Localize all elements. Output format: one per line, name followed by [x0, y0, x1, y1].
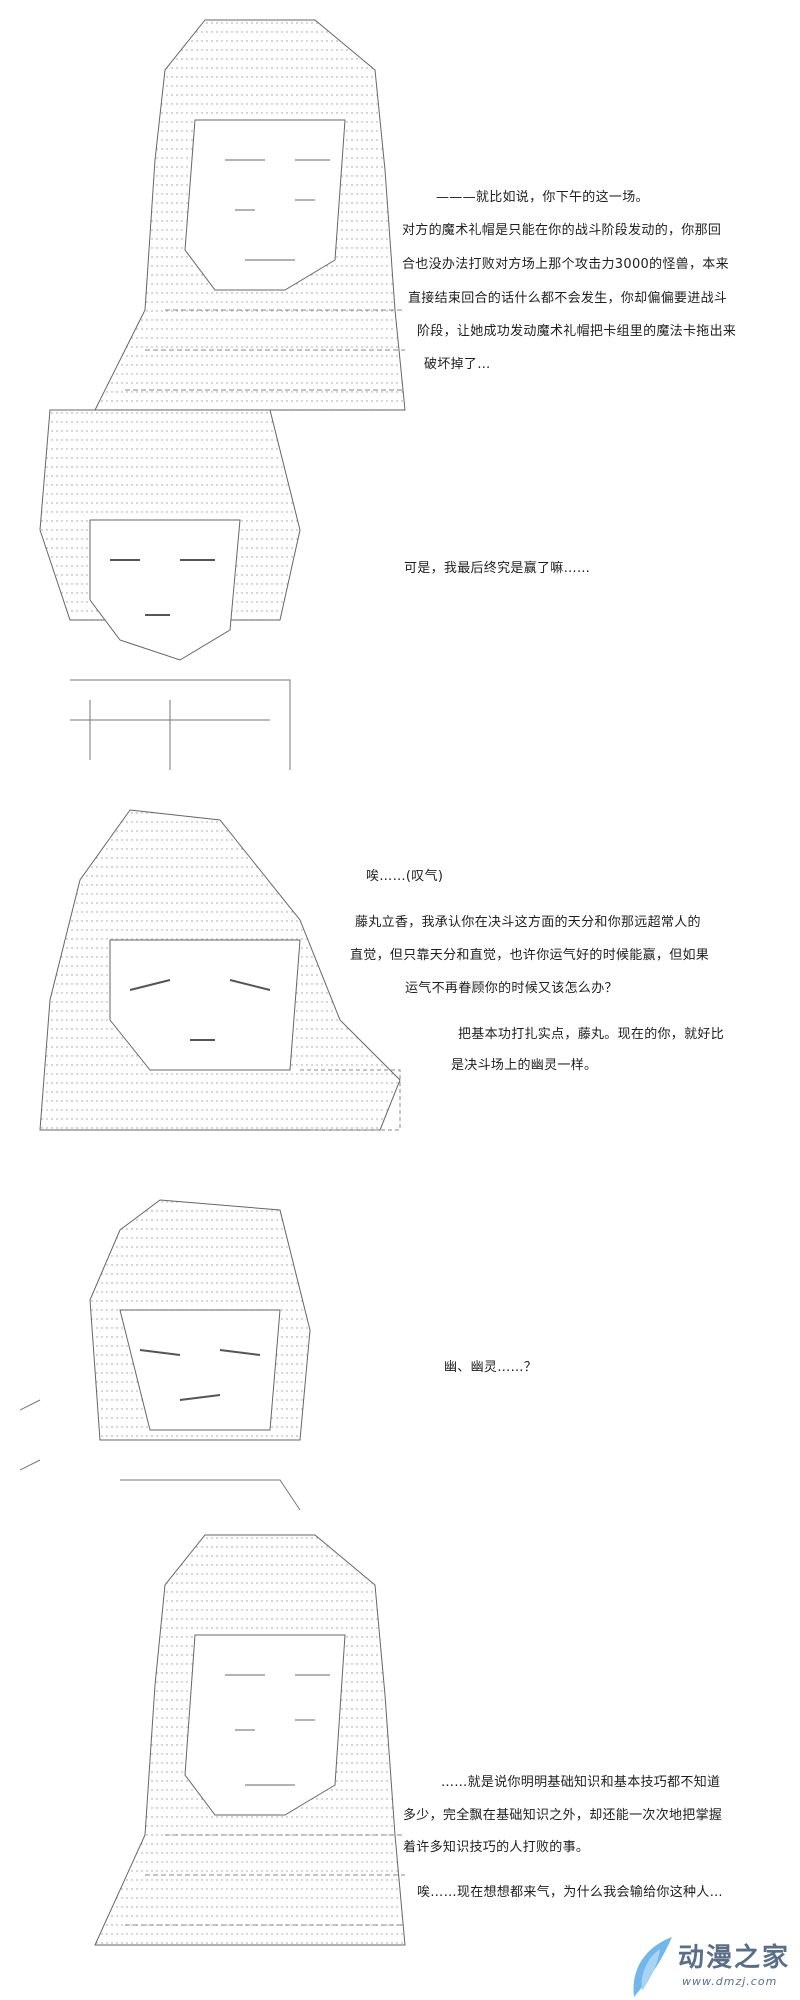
dialogue-line: 藤丸立香，我承认你在决斗这方面的天分和你那远超常人的 — [355, 915, 701, 930]
ascii-art-character-2 — [39, 409, 301, 770]
dmzj-watermark: 动漫之家 www.dmzj.com — [620, 1935, 800, 2000]
dialogue-line: 可是，我最后终究是赢了嘛…… — [404, 561, 591, 576]
dialogue-line: 对方的魔术礼帽是只能在你的战斗阶段发动的，你那回 — [402, 223, 722, 238]
dialogue-line: 着许多知识技巧的人打败的事。 — [403, 1840, 590, 1855]
dialogue-line: 合也没办法打败对方场上那个攻击力3000的怪兽，本来 — [402, 257, 729, 272]
ascii-art-character-3 — [39, 809, 401, 1131]
dialogue-line: 阶段，让她成功发动魔术礼帽把卡组里的魔法卡拖出来 — [417, 324, 737, 339]
dialogue-line: ……就是说你明明基础知识和基本技巧都不知道 — [441, 1775, 721, 1790]
dialogue-line: ———就比如说，你下午的这一场。 — [436, 190, 649, 205]
dialogue-line: 直觉，但只靠天分和直觉，也许你运气好的时候能赢，但如果 — [350, 948, 710, 963]
dialogue-line: 多少，完全飘在基础知识之外，却还能一次次地把掌握 — [403, 1808, 723, 1823]
watermark-title: 动漫之家 — [678, 1943, 791, 1973]
watermark-url: www.dmzj.com — [682, 1975, 778, 1988]
ascii-art-character-5 — [94, 1534, 406, 1946]
dialogue-line: 唉……现在想想都来气，为什么我会输给你这种人… — [417, 1885, 723, 1900]
ascii-art-character-4 — [20, 1199, 311, 1511]
dialogue-line: 幽、幽灵……？ — [444, 1360, 538, 1375]
dialogue-line: 唉……(叹气) — [366, 869, 444, 884]
dialogue-line: 运气不再眷顾你的时候又该怎么办？ — [405, 981, 618, 996]
wing-logo-icon — [633, 1937, 672, 1997]
dialogue-line: 把基本功打扎实点，藤丸。现在的你，就好比 — [458, 1027, 725, 1042]
ascii-art-character-1 — [94, 19, 406, 411]
dialogue-line: 破坏掉了… — [424, 357, 491, 372]
dialogue-line: 是决斗场上的幽灵一样。 — [451, 1058, 598, 1073]
dialogue-line: 直接结束回合的话什么都不会发生，你却偏偏要进战斗 — [408, 291, 728, 306]
